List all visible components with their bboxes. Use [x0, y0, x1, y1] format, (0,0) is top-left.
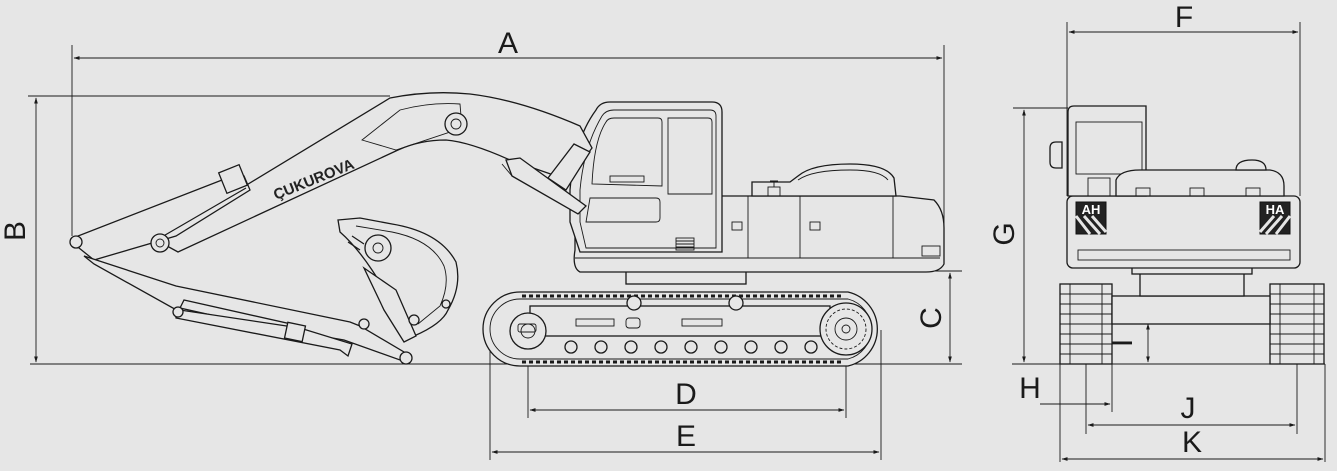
operator-cab — [569, 101, 723, 253]
dimension-c: C — [905, 270, 962, 363]
upper-structure — [569, 101, 945, 273]
idler-wheel — [509, 312, 547, 350]
rear-tracks — [1059, 265, 1325, 365]
bucket — [337, 217, 459, 343]
rear-plate-left-text: AH — [1082, 202, 1101, 217]
track-shoes — [522, 294, 842, 364]
track-rollers — [564, 340, 818, 354]
dimension-e-label: E — [676, 420, 696, 453]
dimension-i-label: I — [1106, 339, 1139, 347]
rear-warning-plate-left: AH — [1074, 201, 1108, 235]
dimension-a: A — [71, 27, 945, 264]
dimension-b-label: B — [0, 221, 32, 241]
dimension-h: H — [1019, 364, 1113, 462]
rear-warning-plate-right: HA — [1258, 201, 1292, 235]
dimension-f-label: F — [1175, 1, 1193, 34]
dimension-a-label: A — [498, 27, 518, 60]
dimension-c-label: C — [915, 307, 948, 329]
dimension-k-label: K — [1182, 426, 1202, 459]
dimension-j: J — [1085, 364, 1298, 434]
dimension-f: F — [1066, 1, 1301, 196]
dimension-g-label: G — [988, 222, 1021, 245]
rear-plate-right-text: HA — [1266, 202, 1285, 217]
dimension-g: G — [988, 107, 1068, 363]
rear-view: F G H I J — [988, 1, 1326, 462]
dimension-i: I — [1106, 321, 1160, 363]
dimension-h-label: H — [1019, 372, 1041, 405]
rear-upper-structure: AH HA — [1049, 105, 1301, 269]
track-assembly — [482, 291, 878, 367]
dimension-j-label: J — [1181, 392, 1196, 425]
dimension-b: B — [0, 95, 390, 363]
arm — [69, 163, 413, 365]
dimension-k: K — [1061, 364, 1326, 462]
dimension-d-label: D — [675, 378, 697, 411]
side-view: A B C D E — [0, 27, 962, 460]
cab-grille — [675, 237, 695, 251]
sprocket-wheel — [819, 302, 873, 356]
